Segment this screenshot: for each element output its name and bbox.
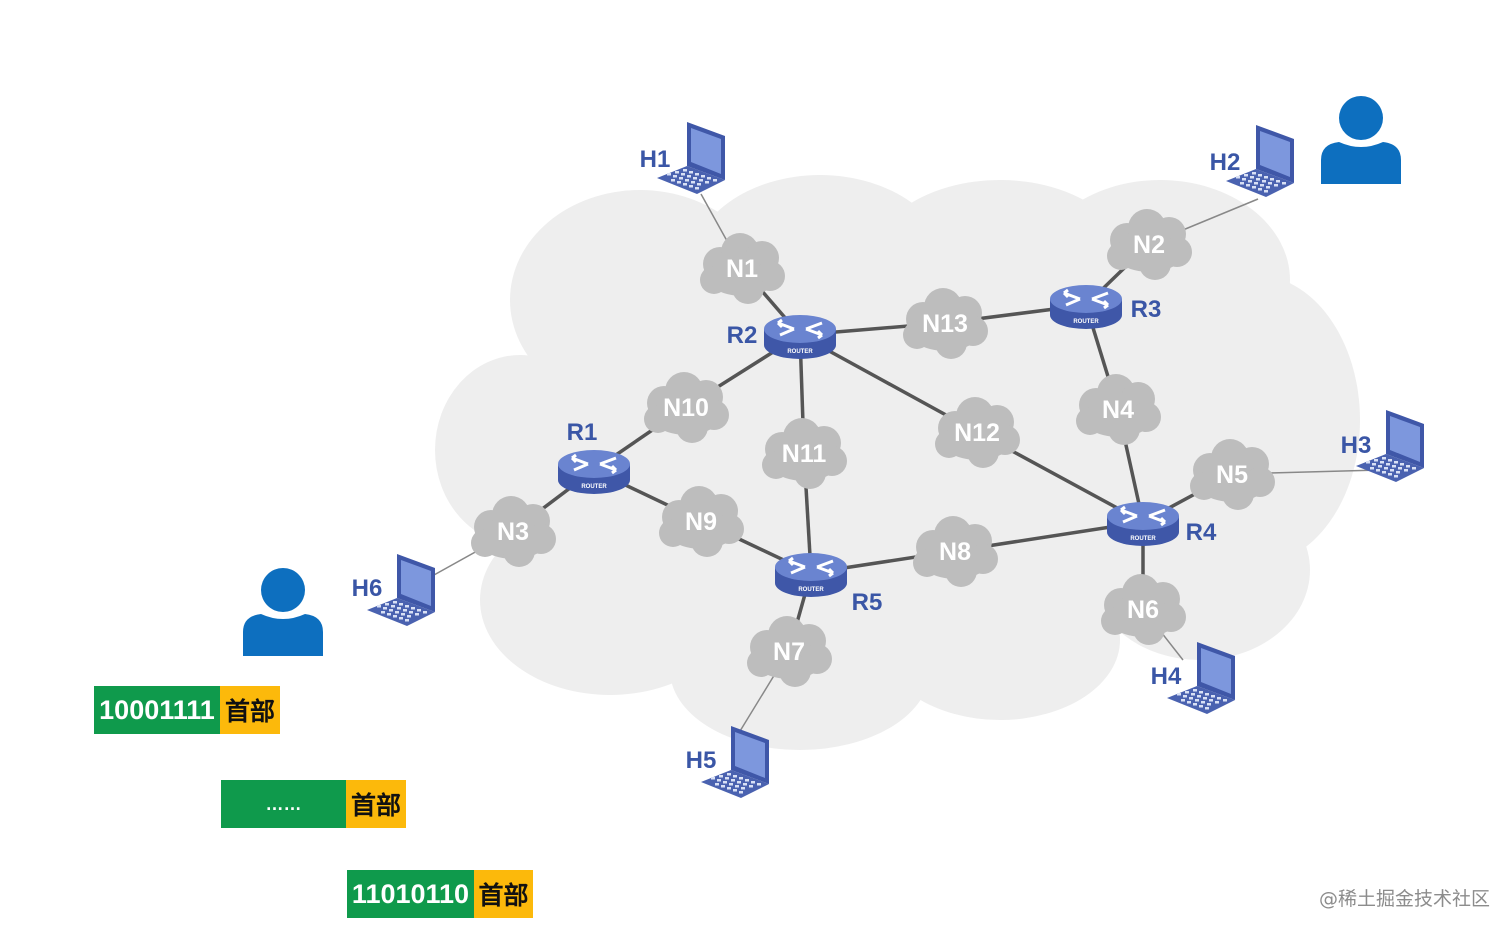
network-n6: N6 [1101, 574, 1186, 645]
packet-3: 11010110 首部 [347, 870, 533, 918]
network-label: N2 [1133, 231, 1165, 259]
network-label: N1 [726, 255, 758, 283]
router-badge: ROUTER [1073, 319, 1099, 325]
packet-payload: …… [221, 780, 346, 828]
packet-2: …… 首部 [221, 780, 406, 828]
host-label: H1 [640, 146, 671, 173]
network-n4: N4 [1076, 374, 1161, 445]
host-h3: H3 [1341, 410, 1424, 482]
host-label: H2 [1210, 149, 1241, 176]
network-label: N4 [1102, 396, 1134, 424]
router-badge: ROUTER [787, 349, 813, 355]
router-arrows-icon [787, 556, 835, 578]
packet-header: 首部 [346, 780, 406, 828]
network-label: N10 [663, 394, 709, 422]
router-badge: ROUTER [581, 484, 607, 490]
packet-payload: 10001111 [94, 686, 220, 734]
host-label: H4 [1151, 663, 1182, 690]
router-r4: ROUTER R4 [1107, 502, 1217, 546]
network-n10: N10 [644, 372, 729, 443]
network-label: N9 [685, 508, 717, 536]
router-label: R1 [567, 419, 598, 446]
router-badge: ROUTER [1130, 536, 1156, 542]
router-r3: ROUTER R3 [1050, 285, 1161, 329]
packet-payload: 11010110 [347, 870, 474, 918]
router-r2: ROUTER R2 [727, 315, 836, 359]
network-n11: N11 [762, 418, 847, 489]
host-h6: H6 [352, 554, 435, 626]
host-h1: H1 [640, 122, 725, 194]
network-n1: N1 [700, 233, 785, 304]
network-label: N6 [1127, 596, 1159, 624]
router-label: R5 [852, 589, 883, 616]
packet-header: 首部 [474, 870, 533, 918]
network-n5: N5 [1190, 439, 1275, 510]
router-arrows-icon [1119, 505, 1167, 527]
packet-1: 10001111 首部 [94, 686, 280, 734]
network-n3: N3 [471, 496, 556, 567]
network-n9: N9 [659, 486, 744, 557]
router-arrows-icon [1062, 288, 1110, 310]
network-label: N11 [782, 440, 827, 468]
router-r1: ROUTER R1 [558, 419, 630, 494]
host-h4: H4 [1151, 642, 1235, 714]
user-icon-left [243, 568, 323, 656]
network-label: N5 [1216, 461, 1248, 489]
network-label: N8 [939, 538, 971, 566]
router-label: R4 [1186, 519, 1217, 546]
router-r5: ROUTER R5 [775, 553, 882, 616]
network-label: N7 [773, 638, 805, 666]
host-h2: H2 [1210, 125, 1294, 197]
network-label: N3 [497, 518, 529, 546]
router-arrows-icon [776, 318, 824, 340]
router-label: R3 [1131, 296, 1162, 323]
router-badge: ROUTER [798, 587, 824, 593]
host-h5: H5 [686, 726, 769, 798]
network-n12: N12 [935, 397, 1020, 468]
host-label: H3 [1341, 432, 1372, 459]
network-n2: N2 [1107, 209, 1192, 280]
router-arrows-icon [570, 453, 618, 475]
network-n7: N7 [747, 616, 832, 687]
watermark: @稀土掘金技术社区 [1318, 888, 1490, 910]
packet-header: 首部 [220, 686, 280, 734]
host-label: H5 [686, 747, 717, 774]
host-label: H6 [352, 575, 383, 602]
router-label: R2 [727, 322, 758, 349]
network-n8: N8 [913, 516, 998, 587]
network-label: N12 [954, 419, 1000, 447]
network-n13: N13 [903, 288, 988, 359]
user-icon-top [1321, 96, 1401, 184]
network-label: N13 [922, 310, 968, 338]
